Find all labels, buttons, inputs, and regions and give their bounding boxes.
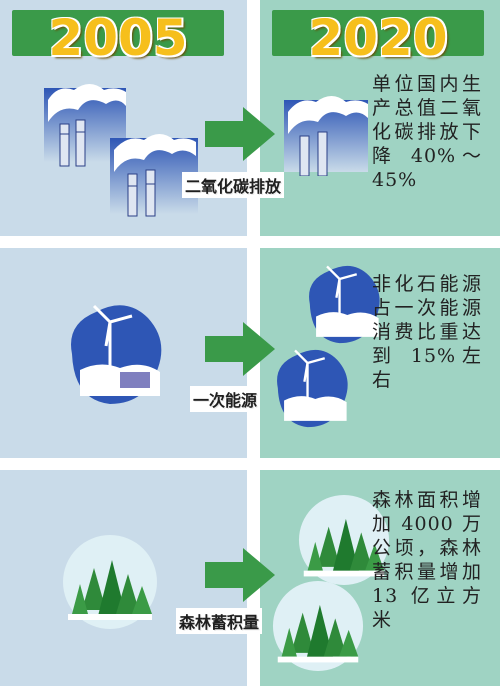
forest-arrow-label: 森林蓄积量 xyxy=(176,608,263,634)
arrow-right-icon xyxy=(205,548,275,602)
arrow-right-icon xyxy=(205,322,275,376)
wind-turbine-icon-bottom xyxy=(277,349,348,428)
year-2020-label: 2020 xyxy=(308,9,448,67)
forest-icon-top xyxy=(298,494,390,586)
energy-arrow-label: 一次能源 xyxy=(190,386,261,412)
energy-description: 非化石能源占一次能源消费比重达到 15%左右 xyxy=(372,273,482,391)
forest-icon xyxy=(63,535,157,629)
year-header-2020: 2020 xyxy=(272,10,484,66)
year-header-2005: 2005 xyxy=(12,10,224,66)
co2-description: 单位国内生产总值二氧化碳排放下降 40%～45% xyxy=(372,73,482,191)
factory-smokestack-small-icon xyxy=(284,96,368,176)
year-2005-label: 2005 xyxy=(48,9,188,67)
arrow-right-icon xyxy=(205,107,275,161)
forest-icon-bottom xyxy=(272,580,364,672)
co2-arrow-label: 二氧化碳排放 xyxy=(182,172,285,198)
forest-description: 森林面积增加 4000 万公顷，森林蓄积量增加 13 亿立方米 xyxy=(372,489,482,631)
wind-turbine-icon xyxy=(71,304,162,404)
wind-turbine-icon-top xyxy=(309,265,380,344)
factory-smokestack-icon xyxy=(44,84,198,217)
